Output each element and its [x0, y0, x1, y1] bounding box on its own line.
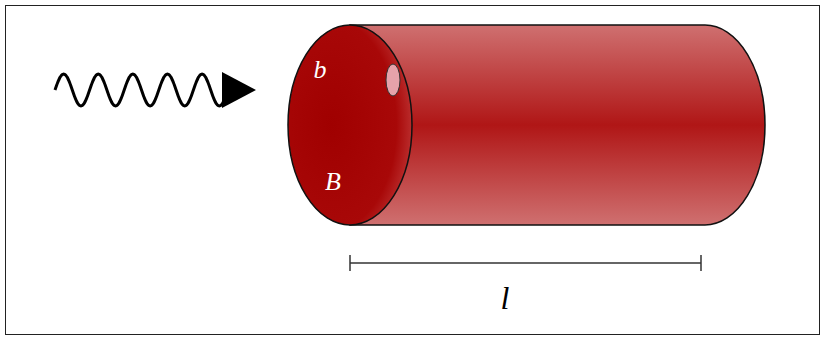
wave-arrowhead — [222, 72, 256, 108]
length-dimension — [350, 255, 701, 271]
small-hole — [386, 64, 400, 96]
length-label: l — [501, 282, 510, 314]
hole-radius-label: b — [314, 57, 327, 83]
cylinder-radius-label: B — [325, 169, 341, 195]
incident-wave — [55, 74, 228, 106]
frame — [6, 6, 820, 335]
cylinder-face — [288, 25, 412, 225]
